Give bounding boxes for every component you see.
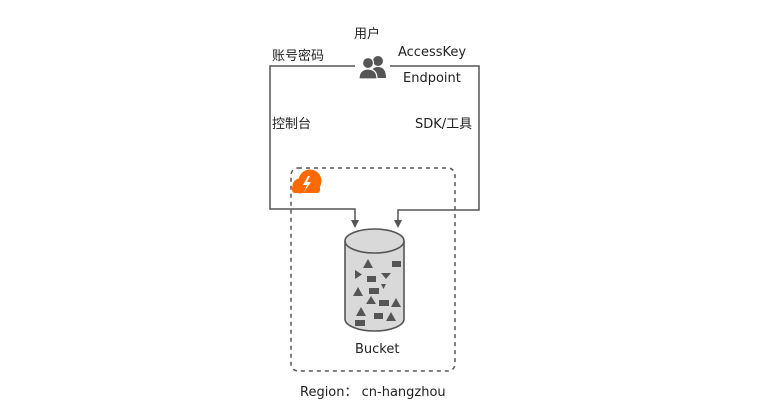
region-boundary [290, 167, 456, 372]
access-key-label: AccessKey [398, 45, 466, 60]
account-password-label: 账号密码 [272, 48, 324, 64]
user-label: 用户 [354, 26, 380, 42]
sdk-access-line [390, 65, 480, 228]
console-label: 控制台 [272, 117, 311, 132]
region-label: Region： cn-hangzhou [300, 385, 446, 400]
bucket-cylinder-icon [344, 228, 405, 332]
bucket-label: Bucket [355, 342, 399, 357]
console-access-line [269, 65, 359, 228]
cloud-logo-icon [292, 169, 322, 194]
users-icon [356, 54, 388, 80]
bucket-content-shapes [353, 259, 401, 326]
sdk-tools-label: SDK/工具 [415, 117, 472, 132]
endpoint-label: Endpoint [403, 71, 461, 86]
